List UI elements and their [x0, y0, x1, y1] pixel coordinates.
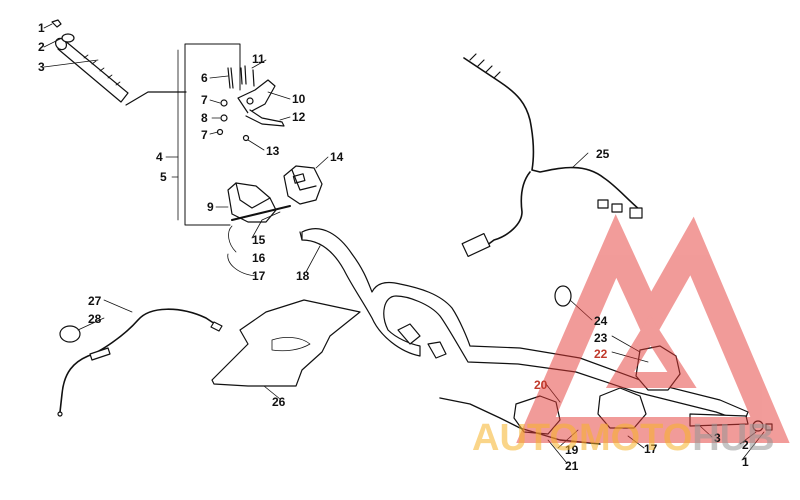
- callout-11: 11: [252, 52, 265, 66]
- callout-23: 23: [594, 331, 608, 345]
- callout-6: 6: [201, 71, 208, 85]
- callout-22: 22: [594, 347, 608, 361]
- callout-5: 5: [160, 170, 167, 184]
- callout-12: 12: [292, 110, 306, 124]
- callout-3: 3: [38, 60, 45, 74]
- watermark-part1: AUTOMOTO: [472, 417, 693, 459]
- callout-24: 24: [594, 314, 608, 328]
- throttle-cable: [57, 308, 223, 417]
- switch-housing: [283, 165, 323, 205]
- callout-19: 19: [565, 443, 579, 457]
- wiring-harness: [461, 53, 643, 258]
- callout-28: 28: [88, 312, 102, 326]
- callout-1: 1: [38, 21, 45, 35]
- callout-16: 16: [252, 251, 266, 265]
- callout-2b: 2: [742, 438, 749, 452]
- end-nut: [51, 19, 62, 28]
- callout-7: 7: [201, 93, 208, 107]
- callout-8: 8: [201, 111, 208, 125]
- throttle-grip: [54, 37, 129, 103]
- callout-15: 15: [252, 233, 266, 247]
- callout-21: 21: [565, 459, 579, 473]
- callout-9: 9: [207, 200, 214, 214]
- callout-14: 14: [330, 150, 344, 164]
- throttle-lever: [237, 79, 285, 127]
- handlebar: [299, 228, 749, 423]
- callout-26: 26: [272, 395, 286, 409]
- callout-18: 18: [296, 269, 310, 283]
- callout-10: 10: [292, 92, 306, 106]
- callout-27: 27: [88, 294, 102, 308]
- watermark-part2: HUB: [692, 417, 775, 459]
- callout-2: 2: [38, 40, 45, 54]
- callout-4: 4: [156, 150, 163, 164]
- callout-20: 20: [534, 378, 548, 392]
- callout-3b: 3: [714, 431, 721, 445]
- callout-7b: 7: [201, 128, 208, 142]
- callout-17b: 17: [644, 442, 658, 456]
- callout-25: 25: [596, 147, 610, 161]
- callout-17: 17: [252, 269, 266, 283]
- watermark-text: AUTOMOTOHUB: [472, 419, 775, 457]
- throttle-housing: [227, 182, 291, 223]
- callout-13: 13: [266, 144, 280, 158]
- end-cap: [61, 33, 75, 43]
- handlebar-pad: [211, 299, 361, 387]
- watermark-logo: [516, 214, 790, 443]
- callout-1b: 1: [742, 455, 749, 469]
